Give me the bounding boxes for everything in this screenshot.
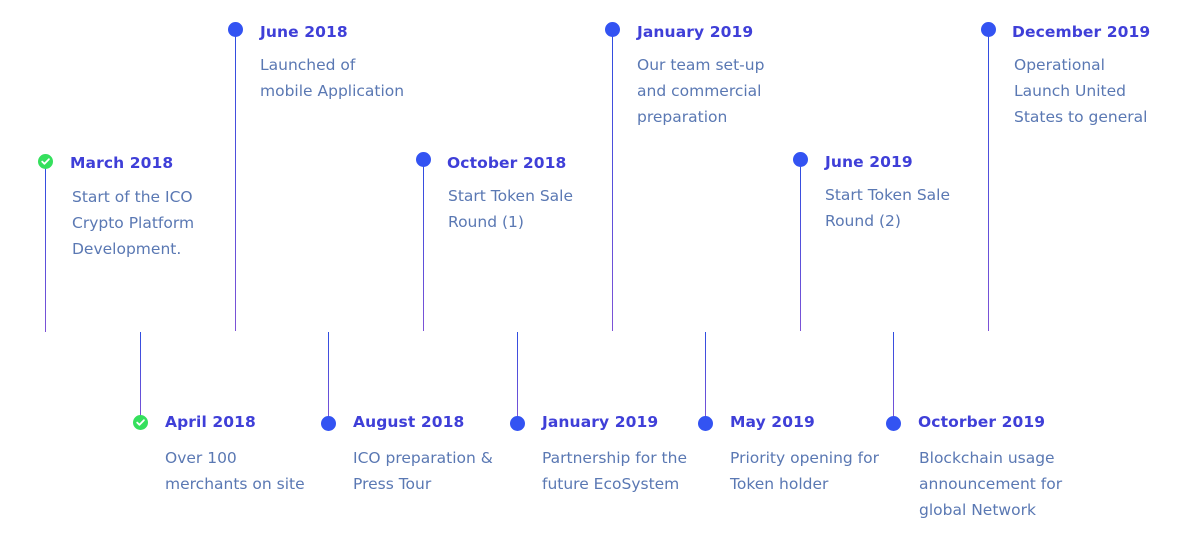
description-line: Start Token Sale xyxy=(448,187,573,205)
timeline-connector-line xyxy=(328,332,329,422)
description-line: global Network xyxy=(919,501,1036,519)
milestone-date: August 2018 xyxy=(353,413,465,431)
timeline-dot-icon xyxy=(698,416,713,431)
milestone-date: Octorber 2019 xyxy=(918,413,1046,431)
milestone-date: June 2018 xyxy=(260,23,348,41)
timeline-dot-icon xyxy=(416,152,431,167)
timeline-connector-line xyxy=(988,36,989,331)
milestone-date: May 2019 xyxy=(730,413,815,431)
timeline-dot-icon xyxy=(228,22,243,37)
timeline-connector-line xyxy=(517,332,518,422)
timeline-dot-icon xyxy=(510,416,525,431)
milestone-description: ICO preparation & Press Tour xyxy=(353,445,493,497)
timeline-connector-line xyxy=(893,332,894,422)
milestone-description: Start Token Sale Round (2) xyxy=(825,182,950,234)
milestone-date: January 2019 xyxy=(542,413,659,431)
timeline-dot-icon xyxy=(321,416,336,431)
description-line: Crypto Platform xyxy=(72,214,195,232)
description-line: mobile Application xyxy=(260,82,405,100)
milestone-description: Blockchain usage announcement for global… xyxy=(919,445,1062,523)
timeline-connector-line xyxy=(705,332,706,422)
timeline-connector-line xyxy=(140,332,141,422)
timeline-dot-icon xyxy=(886,416,901,431)
description-line: States to general xyxy=(1014,108,1148,126)
timeline-connector-line xyxy=(45,168,46,332)
timeline-connector-line xyxy=(235,36,236,331)
check-circle-icon xyxy=(133,415,148,430)
milestone-description: Start Token Sale Round (1) xyxy=(448,183,573,235)
milestone-description: Start of the ICO Crypto Platform Develop… xyxy=(72,184,194,262)
description-line: Operational xyxy=(1014,56,1105,74)
description-line: Blockchain usage xyxy=(919,449,1055,467)
description-line: preparation xyxy=(637,108,728,126)
milestone-date: January 2019 xyxy=(637,23,754,41)
description-line: Priority opening for xyxy=(730,449,879,467)
milestone-description: Launched of mobile Application xyxy=(260,52,404,104)
timeline-connector-line xyxy=(423,166,424,331)
description-line: Token holder xyxy=(730,475,829,493)
milestone-description: Our team set-up and commercial preparati… xyxy=(637,52,764,130)
milestone-description: Operational Launch United States to gene… xyxy=(1014,52,1147,130)
timeline-dot-icon xyxy=(981,22,996,37)
description-line: Start Token Sale xyxy=(825,186,950,204)
description-line: Our team set-up xyxy=(637,56,765,74)
description-line: Start of the ICO xyxy=(72,188,193,206)
check-circle-icon xyxy=(38,154,53,169)
milestone-description: Partnership for the future EcoSystem xyxy=(542,445,687,497)
description-line: Round (1) xyxy=(448,213,524,231)
milestone-description: Priority opening for Token holder xyxy=(730,445,879,497)
milestone-description: Over 100 merchants on site xyxy=(165,445,305,497)
milestone-date: March 2018 xyxy=(70,154,174,172)
milestone-date: June 2019 xyxy=(825,153,913,171)
timeline-connector-line xyxy=(800,166,801,331)
timeline-dot-icon xyxy=(793,152,808,167)
description-line: Over 100 xyxy=(165,449,237,467)
description-line: and commercial xyxy=(637,82,762,100)
description-line: Development. xyxy=(72,240,182,258)
description-line: Press Tour xyxy=(353,475,432,493)
description-line: Partnership for the xyxy=(542,449,687,467)
timeline-connector-line xyxy=(612,36,613,331)
milestone-date: April 2018 xyxy=(165,413,256,431)
description-line: Launch United xyxy=(1014,82,1126,100)
description-line: Launched of xyxy=(260,56,356,74)
description-line: Round (2) xyxy=(825,212,901,230)
description-line: announcement for xyxy=(919,475,1063,493)
description-line: future EcoSystem xyxy=(542,475,680,493)
description-line: ICO preparation & xyxy=(353,449,493,467)
description-line: merchants on site xyxy=(165,475,305,493)
milestone-date: October 2018 xyxy=(447,154,567,172)
timeline-dot-icon xyxy=(605,22,620,37)
milestone-date: December 2019 xyxy=(1012,23,1151,41)
